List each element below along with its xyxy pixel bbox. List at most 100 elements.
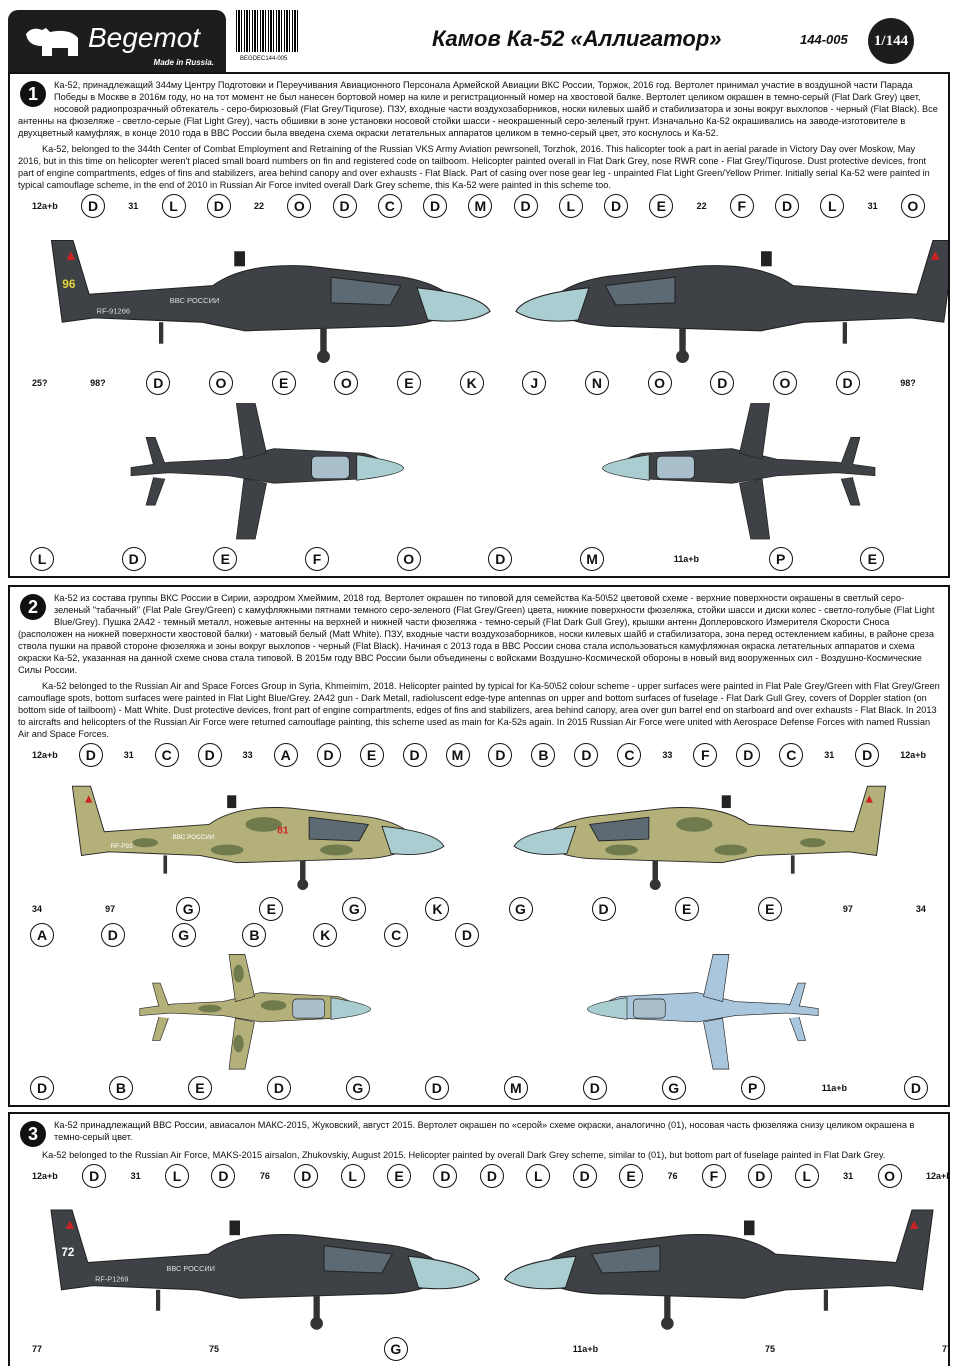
callout-d: D [513,194,538,218]
callout-f: F [305,547,330,571]
description-ru: Ка-52 принадлежащий ВВС России, авиасало… [54,1120,915,1142]
callout-d: D [855,743,880,767]
stabilizer [152,982,169,1041]
callout-d: D [479,1164,504,1188]
fuselage [50,239,461,332]
callout-b: B [531,743,556,767]
callout-d: D [423,194,448,218]
callout-12ab: 12a+b [900,750,926,760]
callout-d: D [574,743,599,767]
red-star [909,1220,919,1229]
helicopter-left-profile: 72 RF-P1269 ВВС РОССИИ [50,1209,481,1330]
callout-l: L [30,547,54,571]
callout-75: 75 [765,1344,776,1354]
callout-g: G [345,1076,370,1100]
callout-31: 31 [123,750,134,760]
camo-spot [132,838,158,848]
callout-34: 34 [32,903,43,914]
wing-upper [235,402,267,460]
callout-l: L [340,1164,365,1188]
helicopter-bottom-view [602,402,876,539]
callout-f: F [729,194,754,218]
callout-a: A [273,743,298,767]
canopy [330,276,402,306]
canopy [308,816,370,842]
callout-e: E [213,547,238,571]
camo-spot [800,838,826,848]
rear-gear [790,855,795,874]
wing-upper [739,402,771,460]
helicopter-left-profile: 96 RF-91266 ВВС РОССИИ [50,239,491,364]
callout-31: 31 [843,1171,854,1181]
callout-o: O [334,370,359,395]
callout-31: 31 [867,201,878,211]
camo-spot [676,817,713,832]
callout-d: D [736,743,761,767]
scheme-number: 2 [20,594,46,620]
canopy [656,455,695,479]
fuselage [50,1209,451,1299]
callout-e: E [359,743,384,767]
callout-e: E [619,1164,644,1188]
callout-g: G [508,896,533,921]
description-en: Ka-52 belonged to the Russian Air Force,… [42,1150,886,1160]
callout-d: D [81,194,106,218]
callout-d: D [206,194,231,218]
callout-b: B [108,1076,133,1100]
fuselage [533,1209,934,1299]
callout-e: E [860,547,885,571]
scheme-3: 3 Ка-52 принадлежащий ВВС России, авиаса… [8,1112,950,1366]
callout-d: D [488,743,513,767]
callout-m: M [468,194,493,218]
callout-d: D [710,370,735,395]
callout-76: 76 [667,1171,678,1181]
callout-77: 77 [32,1344,43,1354]
nose-cone [503,1255,577,1290]
camo-spot [260,999,287,1010]
callout-m: M [580,547,605,571]
callout-row: 12a+bD31LD22ODCDMDLDE22FDL31O12a+b [30,193,948,219]
callout-31: 31 [130,1171,141,1181]
callout-f: F [693,743,718,767]
callout-d: D [903,1076,928,1100]
callout-12ab: 12a+b [32,1171,58,1181]
callout-d: D [488,547,513,571]
callout-77: 77 [941,1344,948,1354]
wheel [676,350,689,364]
wing-lower [703,1017,730,1069]
callout-o: O [647,370,672,395]
rotor-mast [227,795,237,809]
wing-lower [235,477,267,539]
callout-o: O [396,547,421,571]
callout-d: D [591,896,616,921]
landing-gear [679,328,686,357]
scheme-number: 3 [20,1121,46,1147]
stabilizer [789,982,806,1041]
nose-cone [515,287,590,322]
callout-b: B [242,922,267,947]
callout-a: A [30,922,54,947]
callout-o: O [900,194,925,218]
wheel [317,350,330,364]
helicopter-top-view [130,402,404,539]
stabilizer [145,436,166,505]
fuselage-text: ВВС РОССИИ [170,296,220,305]
rotor-mast [761,251,772,267]
scheme-2: 2 Ка-52 из состава группы ВКС России в С… [8,585,950,1107]
rotor-mast [229,1220,240,1236]
description-en: Ka-52 belonged to the Russian Air and Sp… [18,681,940,739]
callout-d: D [835,370,860,395]
helicopter-right-profile [515,239,948,364]
wheel [297,879,309,891]
nose-cone [381,825,445,855]
callout-11ab: 11a+b [673,554,699,564]
callout-d: D [454,922,479,947]
callout-g: G [342,896,367,921]
canopy [588,816,650,842]
callout-12ab: 12a+b [925,1171,950,1181]
callout-p: P [768,547,793,571]
callout-n: N [584,370,609,395]
